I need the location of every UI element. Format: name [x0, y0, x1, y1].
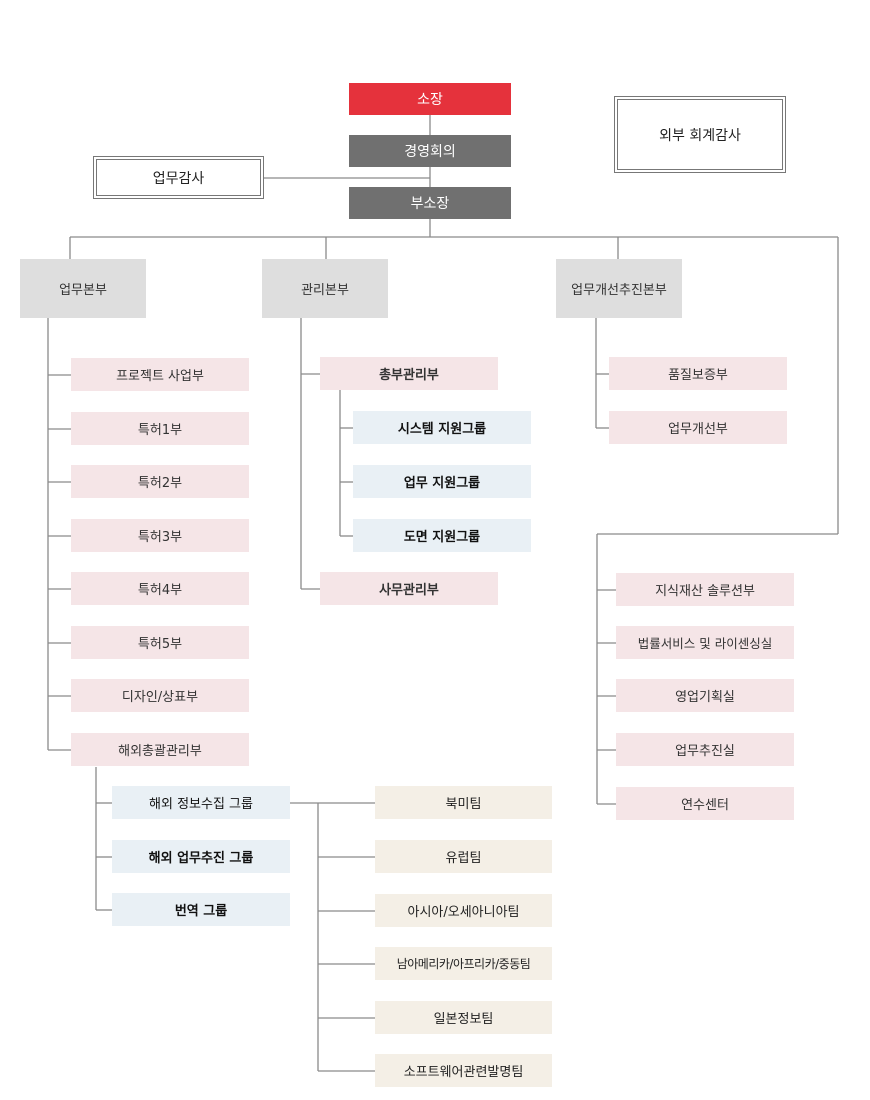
team-asia-oceania: 아시아/오세아니아팀	[375, 894, 552, 927]
group-overseas-info: 해외 정보수집 그룹	[112, 786, 290, 819]
unit-business-promotion: 업무추진실	[616, 733, 794, 766]
vice-director-box: 부소장	[349, 187, 511, 219]
division-business: 업무본부	[20, 259, 146, 318]
group-business-support: 업무 지원그룹	[353, 465, 531, 498]
group-system-support: 시스템 지원그룹	[353, 411, 531, 444]
team-software-invention: 소프트웨어관련발명팀	[375, 1054, 552, 1087]
director-box: 소장	[349, 83, 511, 115]
unit-patent-5: 특허5부	[71, 626, 249, 659]
management-meeting-box: 경영회의	[349, 135, 511, 167]
unit-patent-3: 특허3부	[71, 519, 249, 552]
unit-design-trademark: 디자인/상표부	[71, 679, 249, 712]
unit-quality-assurance: 품질보증부	[609, 357, 787, 390]
team-south-america-africa-middle-east: 남아메리카/아프리카/중동팀	[375, 947, 552, 980]
unit-office-admin: 사무관리부	[320, 572, 498, 605]
group-translation: 번역 그룹	[112, 893, 290, 926]
group-drawing-support: 도면 지원그룹	[353, 519, 531, 552]
unit-general-admin: 총부관리부	[320, 357, 498, 390]
unit-ip-solutions: 지식재산 솔루션부	[616, 573, 794, 606]
unit-legal-licensing: 법률서비스 및 라이센싱실	[616, 626, 794, 659]
team-japan-info: 일본정보팀	[375, 1001, 552, 1034]
team-north-america: 북미팀	[375, 786, 552, 819]
division-admin: 관리본부	[262, 259, 388, 318]
unit-business-improvement: 업무개선부	[609, 411, 787, 444]
internal-audit-box: 업무감사	[93, 156, 264, 199]
unit-patent-1: 특허1부	[71, 412, 249, 445]
group-overseas-business: 해외 업무추진 그룹	[112, 840, 290, 873]
unit-patent-4: 특허4부	[71, 572, 249, 605]
unit-sales-planning: 영업기획실	[616, 679, 794, 712]
division-improvement: 업무개선추진본부	[556, 259, 682, 318]
unit-patent-2: 특허2부	[71, 465, 249, 498]
team-europe: 유럽팀	[375, 840, 552, 873]
external-audit-box: 외부 회계감사	[614, 96, 786, 173]
unit-overseas-management: 해외총괄관리부	[71, 733, 249, 766]
unit-project: 프로젝트 사업부	[71, 358, 249, 391]
unit-training-center: 연수센터	[616, 787, 794, 820]
